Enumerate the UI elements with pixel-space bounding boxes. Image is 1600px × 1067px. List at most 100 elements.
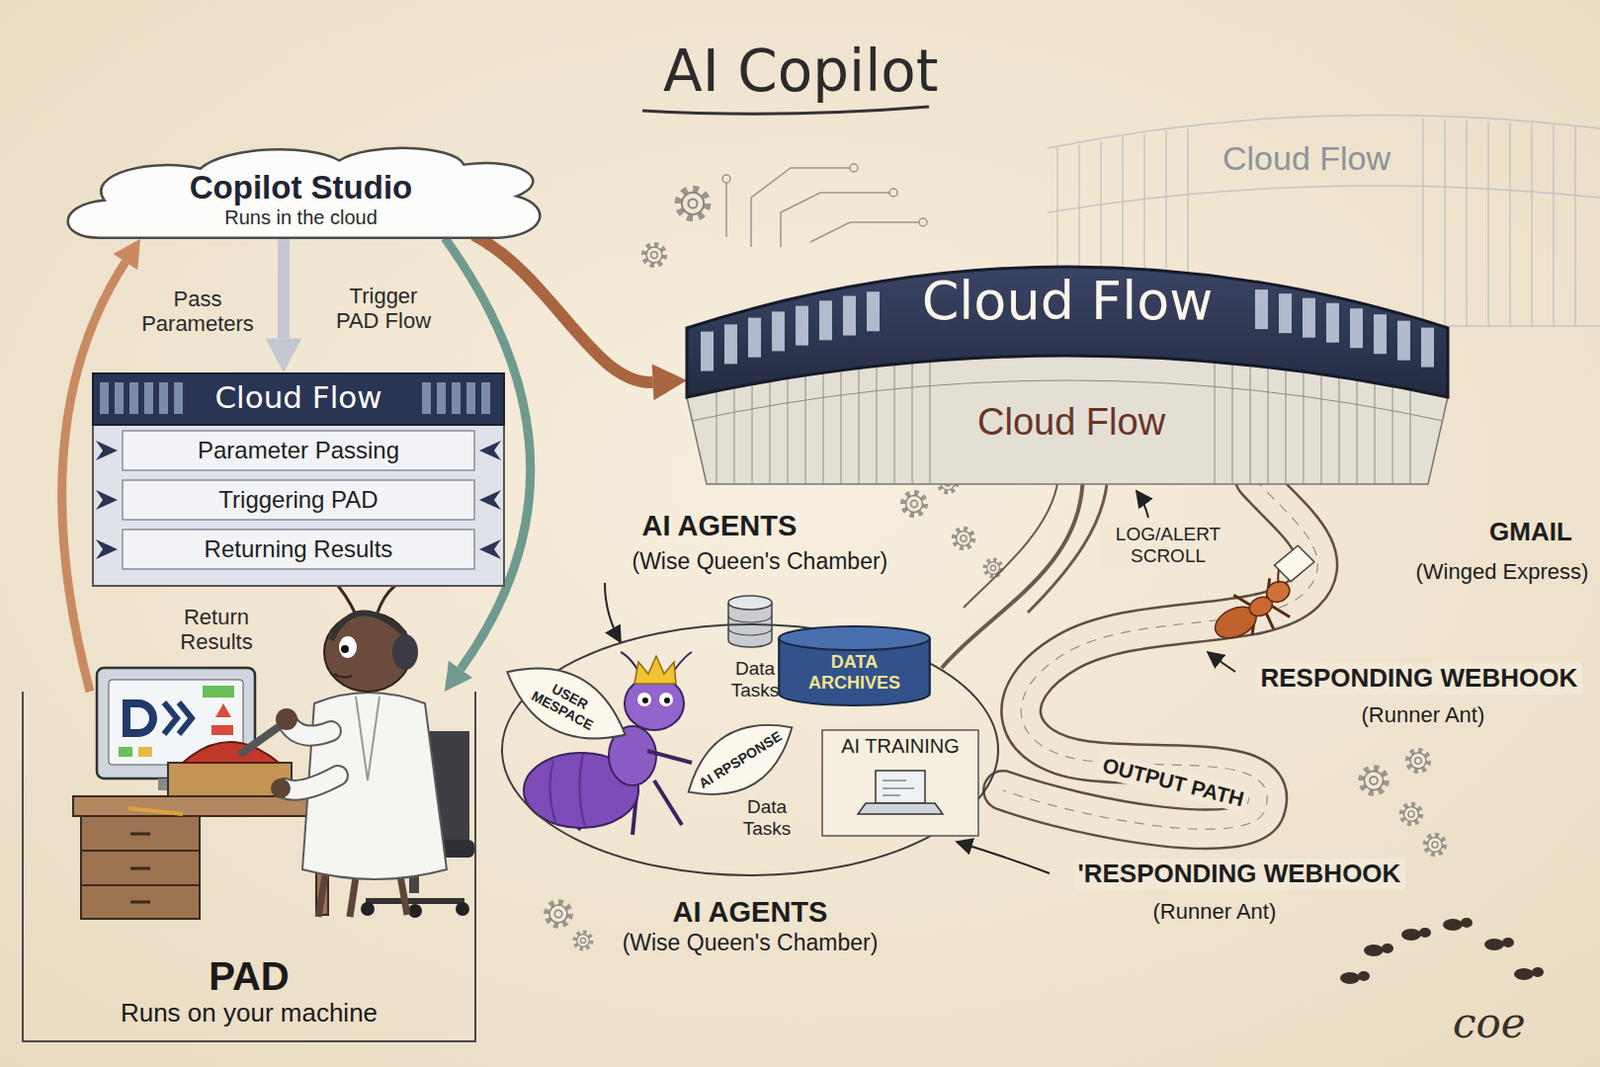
faint-bridge	[1047, 185, 1600, 213]
cloud-flow-bridge: Cloud Flow	[686, 258, 1448, 485]
gears	[1425, 835, 1444, 854]
connector-line	[277, 238, 290, 339]
node-content: Parameter Passing	[121, 429, 476, 472]
chair	[408, 904, 422, 919]
ant-trail	[1357, 971, 1370, 982]
circuit-lines	[889, 188, 898, 197]
cloud-shape	[68, 148, 541, 239]
bandright-shape	[1326, 303, 1340, 343]
bandleft-shape	[99, 382, 109, 415]
leader-arrows	[1207, 652, 1236, 673]
queen-ant	[549, 754, 586, 828]
label: GMAIL	[1489, 517, 1573, 548]
bandleft-shape	[479, 490, 502, 510]
ant-trail	[1514, 968, 1534, 981]
training-shape	[857, 803, 943, 815]
bandleft-shape	[466, 382, 476, 415]
label: (Winged Express)	[1416, 559, 1590, 585]
bandright-shape	[1302, 298, 1316, 338]
arrow-head	[265, 338, 303, 373]
bandright-shape	[748, 318, 761, 358]
gears	[575, 932, 592, 950]
bandleft-shape	[159, 382, 169, 415]
node-text: USER MESPACE	[510, 664, 622, 744]
pad-monitor	[211, 725, 234, 736]
node-text: Cloud Flow	[922, 270, 1214, 333]
pad-monitor	[164, 702, 192, 735]
label: (Runner Ant)	[1361, 702, 1486, 728]
training-shape	[882, 780, 915, 796]
chair	[365, 898, 465, 905]
red-button	[182, 742, 279, 763]
runner-ant	[1270, 542, 1318, 586]
message-leaf: USER MESPACE	[489, 642, 644, 766]
scientist-ant	[242, 559, 447, 918]
ant-trail	[1381, 943, 1394, 954]
node-content: AI TRAINING	[821, 729, 980, 838]
queen-ant	[659, 692, 674, 707]
title: AI Copilot	[663, 38, 938, 105]
queen-ant	[664, 697, 671, 704]
pad-monitor	[202, 685, 235, 698]
road	[1003, 479, 1318, 830]
bandright-shape	[1373, 314, 1387, 354]
bandright-shape	[819, 300, 833, 340]
node-text: DATA ARCHIVES	[784, 652, 925, 693]
bandleft-shape	[92, 373, 505, 587]
scientist-ant	[275, 708, 298, 731]
road	[1003, 479, 1318, 830]
node-content: DATA ARCHIVES	[776, 624, 932, 708]
message-leaf: AI RPSPONSE	[669, 698, 812, 821]
bandleft-shape	[421, 382, 431, 415]
bandleft-shape	[451, 382, 461, 415]
node-content: Copilot StudioRuns in the cloud	[61, 143, 541, 246]
row-shape	[122, 480, 475, 520]
title-underline	[642, 106, 929, 114]
node-content: PADRuns on your machine	[21, 691, 477, 1043]
circuit-lines	[722, 174, 731, 183]
bandright-shape	[1349, 308, 1363, 348]
connector-arrow	[265, 238, 303, 373]
node-content: Returning Results	[121, 528, 476, 571]
ant-trail	[1484, 938, 1505, 951]
band-row: Parameter Passing	[121, 429, 476, 472]
node-text: PAD	[208, 953, 289, 1000]
label: Return Results	[157, 604, 276, 656]
label: LOG/ALERT SCROLL	[1098, 522, 1238, 569]
node-text: Cloud Flow	[214, 380, 382, 417]
bandleft-shape	[479, 539, 502, 560]
ant-trail	[1460, 918, 1473, 928]
circuit-lines	[751, 168, 850, 248]
queen-ant	[637, 692, 652, 707]
bandleft-shape	[95, 539, 118, 560]
node-text: AI RPSPONSE	[695, 728, 785, 792]
edge-label: Trigger PAD Flow	[329, 283, 438, 335]
node-text: (Wise Queen's Chamber)	[622, 929, 879, 956]
ant-trail	[1531, 967, 1544, 978]
label: (Runner Ant)	[1153, 899, 1277, 925]
circuit-lines	[725, 182, 728, 238]
ant-trail	[1401, 928, 1422, 941]
label: 'RESPONDING WEBHOOK	[1073, 858, 1407, 891]
road	[963, 479, 1318, 830]
chair	[455, 902, 470, 917]
road	[963, 484, 1058, 608]
label: AI AGENTS	[642, 509, 798, 543]
row-shape	[122, 529, 475, 570]
desk	[81, 816, 200, 920]
leader-arrows	[956, 842, 1050, 874]
leaf-shape	[673, 703, 807, 816]
node-content: AI RPSPONSE	[669, 698, 812, 821]
bandleft-shape	[92, 373, 505, 425]
gears	[546, 902, 570, 926]
pad-panel: PADRuns on your machine	[21, 691, 477, 1043]
bandleft-shape	[114, 382, 124, 415]
node-content: Triggering PAD	[121, 479, 476, 521]
ant-trail	[1502, 937, 1515, 948]
chair	[360, 902, 375, 917]
bandright-shape	[842, 296, 856, 337]
node-text: AI AGENTS	[673, 896, 829, 929]
scientist-ant	[392, 634, 419, 671]
cyl-shape	[778, 626, 929, 651]
